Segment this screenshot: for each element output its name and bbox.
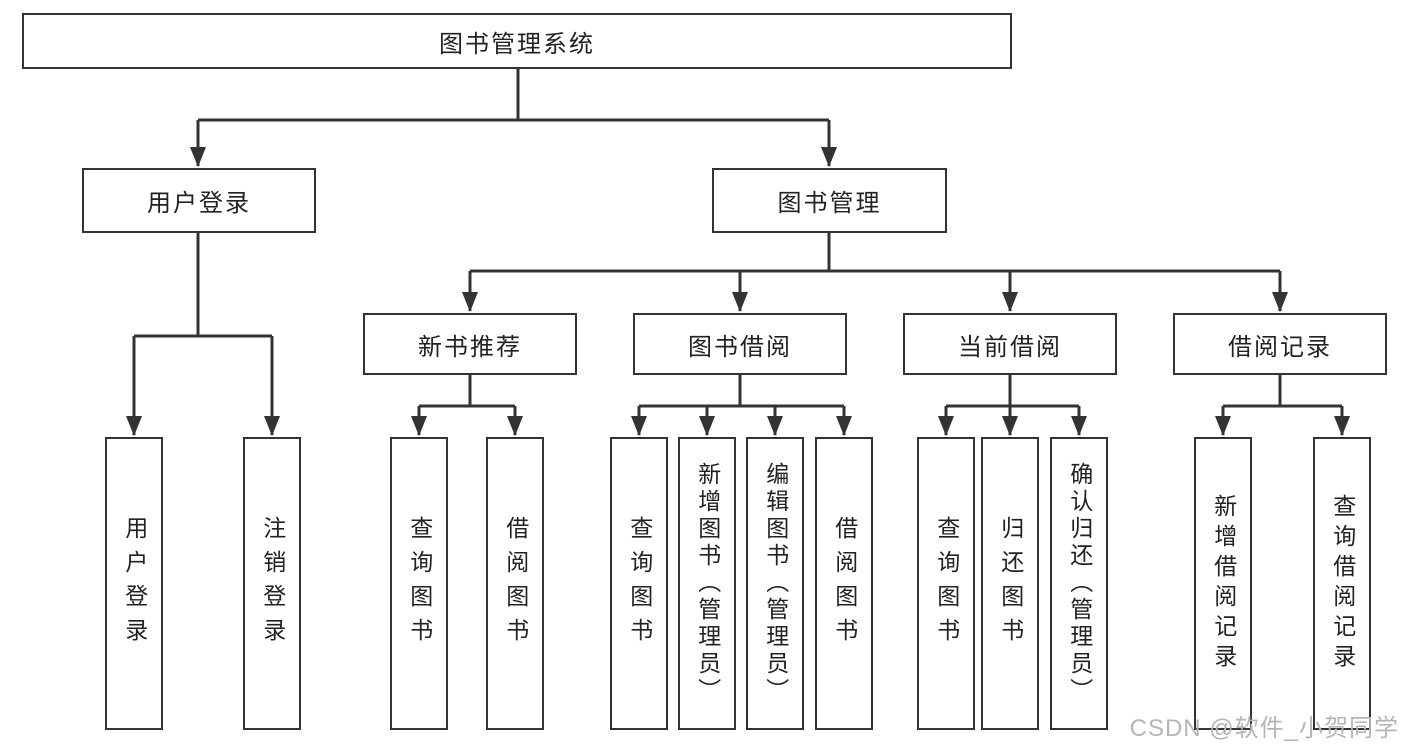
leaf-query-books-recommend: 查询图书 [390,437,448,730]
watermark: CSDN @软件_小贺同学 [1129,715,1399,742]
leaf-query-books-current: 查询图书 [917,437,975,730]
leaf-query-books-borrowing: 查询图书 [610,437,668,730]
leaf-label: 编辑图书（管理员） [762,462,789,705]
node-label: 用户登录 [147,190,251,217]
node-label: 图书借阅 [688,333,792,361]
node-root: 图书管理系统 [22,13,1012,69]
connector-book-management-trunk [470,233,1280,273]
leaf-label: 新增借阅记录 [1210,493,1237,674]
leaf-label: 新增图书（管理员） [694,462,721,705]
connector-records-trunk [1223,375,1342,408]
leaf-label: 用户登录 [121,515,148,652]
leaf-borrow-books-borrowing: 借阅图书 [815,437,873,730]
node-borrowing-records: 借阅记录 [1173,313,1387,375]
connector-borrowing-trunk [639,375,844,408]
leaf-label: 查询图书 [406,515,433,652]
leaf-borrow-books-recommend: 借阅图书 [486,437,544,730]
node-root-label: 图书管理系统 [439,30,595,58]
leaf-user-login: 用户登录 [105,437,163,730]
leaf-query-borrow-record: 查询借阅记录 [1313,437,1371,730]
leaf-label: 查询图书 [933,515,960,652]
leaf-label: 借阅图书 [831,515,858,652]
leaf-add-book-admin: 新增图书（管理员） [678,437,736,730]
leaf-label: 注销登录 [259,515,286,652]
leaf-confirm-return-admin: 确认归还（管理员） [1050,437,1108,730]
node-label: 图书管理 [777,190,882,217]
connector-new-book-trunk [419,375,515,408]
node-label: 新书推荐 [418,333,522,361]
leaf-label: 查询借阅记录 [1329,493,1356,674]
connector-current-trunk [946,375,1079,408]
node-label: 借阅记录 [1228,333,1332,361]
leaf-label: 查询图书 [626,515,653,652]
leaf-logout: 注销登录 [243,437,301,730]
node-new-book-recommend: 新书推荐 [363,313,577,375]
leaf-add-borrow-record: 新增借阅记录 [1194,437,1252,730]
node-book-borrowing: 图书借阅 [633,313,847,375]
connector-root-trunk [198,69,829,122]
leaf-label: 归还图书 [997,515,1024,652]
leaf-return-books: 归还图书 [981,437,1039,730]
connector-user-login-trunk [134,233,272,338]
leaf-label: 确认归还（管理员） [1066,462,1093,705]
node-user-login-branch: 用户登录 [82,168,316,233]
node-book-management: 图书管理 [712,168,947,233]
node-current-borrowing: 当前借阅 [903,313,1117,375]
node-label: 当前借阅 [958,333,1062,361]
leaf-label: 借阅图书 [502,515,529,652]
leaf-edit-book-admin: 编辑图书（管理员） [746,437,804,730]
